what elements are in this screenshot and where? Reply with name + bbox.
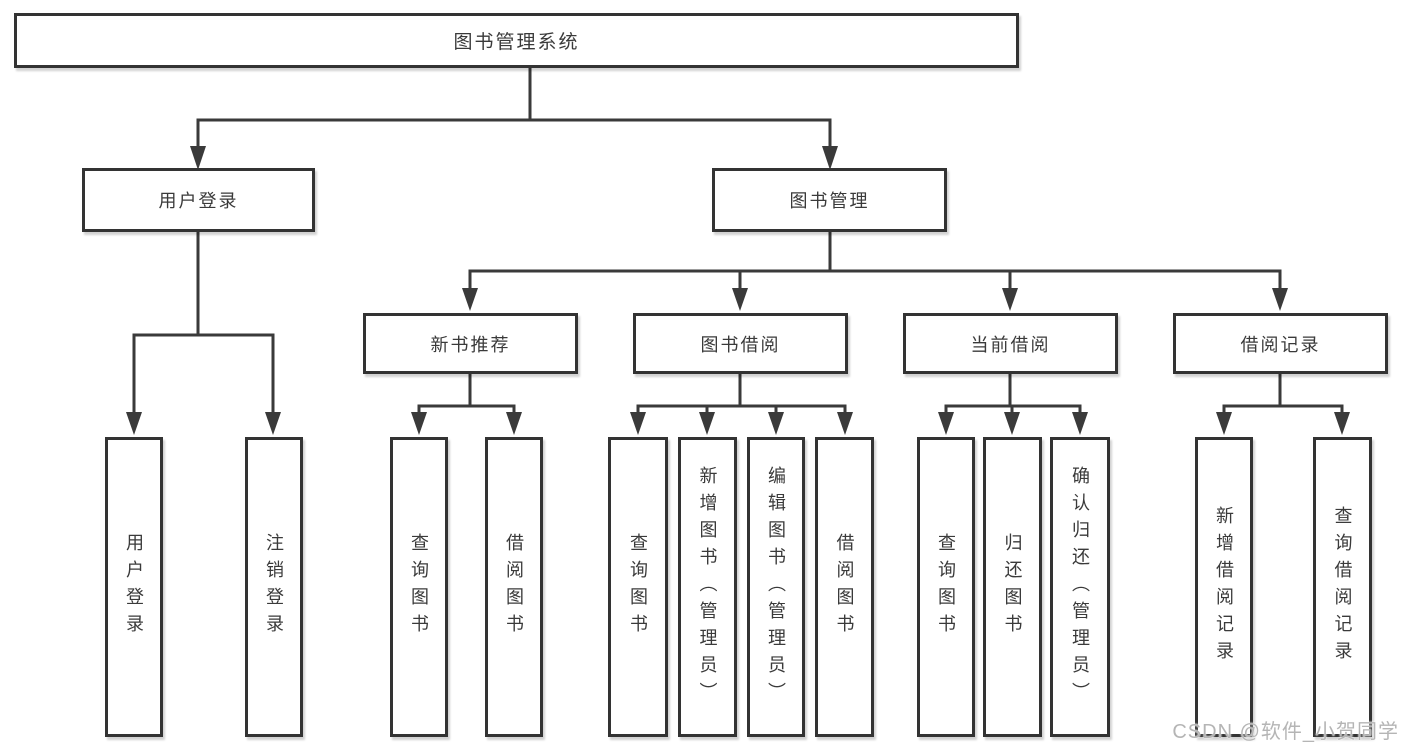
watermark-text: CSDN @软件_小贺同学	[1172, 721, 1399, 743]
node-user-login-label: 用户登录	[158, 191, 239, 211]
node-book-management-label: 图书管理	[789, 191, 870, 211]
leaf-user-login: 用户登录	[105, 437, 163, 737]
leaf-borrow-books-borrowing: 借阅图书	[815, 437, 874, 737]
leaf-query-books-borrowing: 查询图书	[608, 437, 668, 737]
leaf-borrow-books-borrowing-label: 借阅图书	[834, 533, 855, 641]
node-book-management: 图书管理	[712, 168, 947, 232]
leaf-return-books: 归还图书	[983, 437, 1042, 737]
leaf-add-books-admin: 新增图书（管理员）	[678, 437, 737, 737]
leaf-logout-label: 注销登录	[264, 533, 284, 641]
leaf-return-books-label: 归还图书	[1002, 533, 1023, 641]
node-current-borrowing: 当前借阅	[903, 313, 1118, 374]
node-borrowing-records-label: 借阅记录	[1240, 334, 1321, 355]
leaf-query-books-current: 查询图书	[917, 437, 975, 737]
node-new-book-recommend: 新书推荐	[363, 313, 578, 374]
leaf-query-books-current-label: 查询图书	[936, 533, 956, 641]
leaf-borrow-books-recommend-label: 借阅图书	[504, 533, 524, 641]
node-root: 图书管理系统	[14, 13, 1019, 68]
leaf-query-books-recommend-label: 查询图书	[409, 533, 429, 641]
leaf-add-borrow-record-label: 新增借阅记录	[1214, 506, 1234, 668]
node-book-borrowing-label: 图书借阅	[700, 334, 781, 355]
connector-paths	[132, 66, 1344, 418]
leaf-logout: 注销登录	[245, 437, 303, 737]
node-user-login: 用户登录	[82, 168, 315, 232]
leaf-query-books-borrowing-label: 查询图书	[628, 533, 648, 641]
leaf-user-login-label: 用户登录	[124, 533, 144, 641]
node-borrowing-records: 借阅记录	[1173, 313, 1388, 374]
leaf-query-borrow-record-label: 查询借阅记录	[1332, 506, 1353, 668]
leaf-add-books-admin-label: 新增图书（管理员）	[697, 465, 718, 709]
arrowheads	[126, 146, 1350, 435]
leaf-edit-books-admin: 编辑图书（管理员）	[747, 437, 805, 737]
node-current-borrowing-label: 当前借阅	[970, 334, 1051, 355]
leaf-query-books-recommend: 查询图书	[390, 437, 448, 737]
node-root-label: 图书管理系统	[453, 32, 580, 53]
leaf-query-borrow-record: 查询借阅记录	[1313, 437, 1372, 737]
node-book-borrowing: 图书借阅	[633, 313, 848, 374]
node-new-book-recommend-label: 新书推荐	[430, 334, 511, 355]
leaf-confirm-return-admin-label: 确认归还（管理员）	[1070, 465, 1090, 709]
leaf-borrow-books-recommend: 借阅图书	[485, 437, 543, 737]
leaf-add-borrow-record: 新增借阅记录	[1195, 437, 1253, 737]
leaf-edit-books-admin-label: 编辑图书（管理员）	[766, 465, 786, 709]
leaf-confirm-return-admin: 确认归还（管理员）	[1050, 437, 1110, 737]
